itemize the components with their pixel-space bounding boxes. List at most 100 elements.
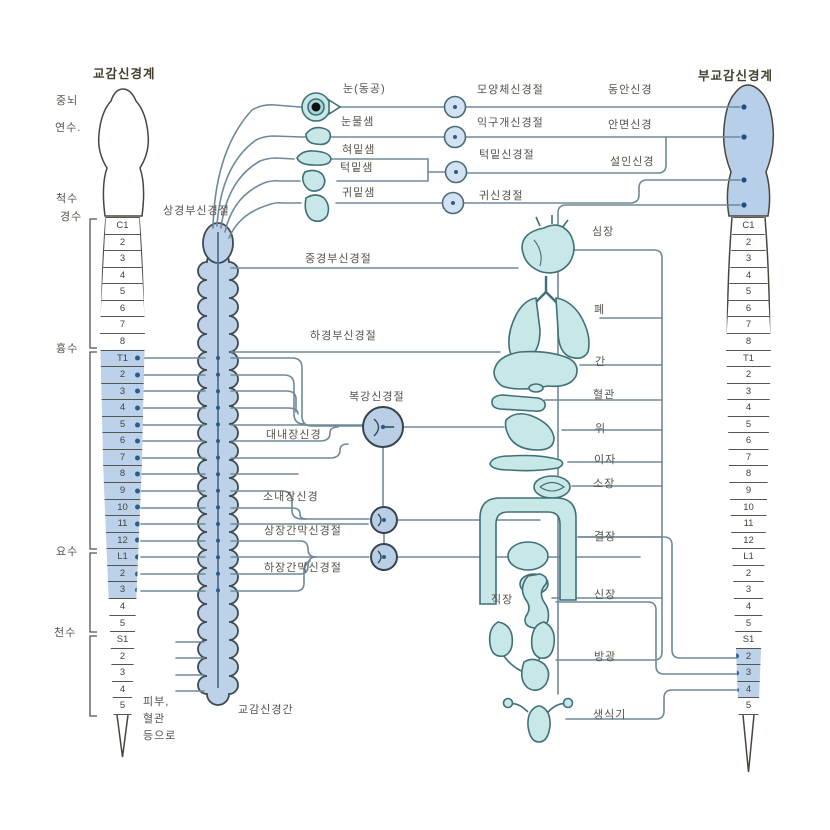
pancreas-illustration xyxy=(489,454,564,472)
spinal-segment: S1 xyxy=(100,632,145,649)
spinal-segment: 12 xyxy=(726,532,771,550)
preganglionic-dot xyxy=(135,537,140,543)
label-greater-splanchnic-nerve: 대내장신경 xyxy=(266,429,322,441)
label-midbrain: 중뇌 xyxy=(56,95,79,107)
spinal-segment: 5 xyxy=(726,284,771,301)
submandibular-ganglion-node xyxy=(444,160,468,184)
spinal-segment: 8 xyxy=(100,466,145,483)
label-cervical: 경수 xyxy=(60,211,83,223)
label-spinal-cord: 척수 xyxy=(56,193,79,205)
label-kidney: 신장 xyxy=(594,589,617,601)
footnote-line-1: 피부, xyxy=(143,696,170,708)
superior-mesenteric-ganglion-node xyxy=(370,506,398,534)
cervical-bracket xyxy=(89,218,97,349)
spinal-segment: 11 xyxy=(100,516,145,533)
spinal-segment: 4 xyxy=(100,267,145,285)
spinal-segment: 5 xyxy=(726,615,771,633)
segment-label: 5 xyxy=(745,286,752,298)
spinal-columns-artwork xyxy=(89,84,775,773)
spinal-segment: 9 xyxy=(726,483,771,500)
spinal-segment: 3 xyxy=(726,251,771,268)
sacral-bracket xyxy=(89,635,97,717)
preganglionic-dot xyxy=(135,422,140,428)
spinal-segment: 12 xyxy=(100,532,145,550)
thoracic-bracket xyxy=(89,351,97,550)
spinal-segment: 4 xyxy=(726,267,771,285)
spinal-segment: C1 xyxy=(100,217,145,235)
segment-label: 8 xyxy=(745,468,752,480)
lungs-illustration xyxy=(508,276,590,360)
celiac-ganglion-node xyxy=(362,406,404,448)
left-brainstem-outline xyxy=(97,88,150,217)
segment-label: 8 xyxy=(745,335,752,347)
segment-label: 4 xyxy=(119,402,126,414)
spinal-segment: 3 xyxy=(726,383,771,401)
segment-label: 2 xyxy=(745,236,752,248)
segment-label: 11 xyxy=(743,518,754,530)
segment-label: 3 xyxy=(745,253,752,265)
label-glossopharyngeal-nerve: 설인신경 xyxy=(610,156,655,168)
segment-label: 2 xyxy=(119,236,126,248)
segment-label: 6 xyxy=(119,435,126,447)
segment-label: 3 xyxy=(119,584,126,596)
sympathetic-chain xyxy=(197,222,239,706)
segment-label: 3 xyxy=(745,584,752,596)
spinal-segment: 2 xyxy=(100,234,145,252)
otic-ganglion-node xyxy=(441,191,465,215)
label-bladder: 방광 xyxy=(594,651,617,663)
segment-label: 7 xyxy=(119,451,126,463)
preganglionic-dot xyxy=(135,554,140,560)
segment-label: S1 xyxy=(116,634,129,646)
label-inferior-cervical-ganglion: 하경부신경절 xyxy=(310,330,377,342)
spinal-segment: 2 xyxy=(726,367,771,384)
rectum-illustration xyxy=(521,573,550,629)
segment-label: 5 xyxy=(745,617,752,629)
segment-label: 3 xyxy=(119,385,126,397)
label-facial-nerve: 안면신경 xyxy=(608,119,653,131)
segment-label: 10 xyxy=(743,501,754,513)
left-column-tip xyxy=(116,714,129,758)
segment-label: 6 xyxy=(119,302,126,314)
preganglionic-dot xyxy=(135,388,140,394)
preganglionic-dot xyxy=(135,521,140,527)
spinal-segment: 6 xyxy=(726,300,771,318)
label-sacral: 천수 xyxy=(54,627,77,639)
spinal-segment: 8 xyxy=(726,333,771,351)
spinal-segment: 3 xyxy=(100,383,145,401)
right-column-tip xyxy=(742,714,755,773)
segment-label: 5 xyxy=(119,286,126,298)
spinal-segment: T1 xyxy=(100,350,145,368)
segment-label: 4 xyxy=(745,600,752,612)
label-heart: 심장 xyxy=(592,226,615,238)
spinal-segment: 7 xyxy=(100,449,145,467)
label-medulla: 연수. xyxy=(55,122,82,134)
preganglionic-dot xyxy=(135,455,140,461)
genitals-illustration xyxy=(502,697,574,743)
segment-label: 5 xyxy=(745,700,752,712)
segment-label: 12 xyxy=(117,534,128,546)
pterygopalatine-ganglion-node xyxy=(443,125,467,149)
label-ciliary-ganglion: 모양체신경절 xyxy=(477,84,544,96)
segment-label: 4 xyxy=(745,683,752,695)
submandibular-gland-illustration xyxy=(301,169,326,192)
segment-label: 2 xyxy=(745,567,752,579)
footnote-line-2: 혈관 xyxy=(143,713,166,725)
segment-label: T1 xyxy=(742,352,755,364)
spinal-segment: 6 xyxy=(100,433,145,450)
stomach-illustration xyxy=(504,412,555,451)
label-celiac-ganglion: 복강신경절 xyxy=(349,391,405,403)
label-genitals: 생식기 xyxy=(593,709,627,721)
segment-label: 6 xyxy=(745,435,752,447)
spinal-segment: 4 xyxy=(726,598,771,616)
spinal-segment: T1 xyxy=(726,350,771,368)
spinal-segment: 2 xyxy=(726,565,771,583)
segment-label: C1 xyxy=(116,220,129,232)
segment-label: 5 xyxy=(745,418,752,430)
lacrimal-gland-illustration xyxy=(305,126,332,146)
spinal-segment: 5 xyxy=(100,615,145,633)
label-middle-cervical-ganglion: 중경부신경절 xyxy=(305,253,372,265)
small-intestine-illustration xyxy=(533,475,571,499)
label-small-intestine: 소장 xyxy=(593,478,616,490)
label-thoracic: 흉수 xyxy=(56,343,79,355)
segment-label: 7 xyxy=(119,319,126,331)
